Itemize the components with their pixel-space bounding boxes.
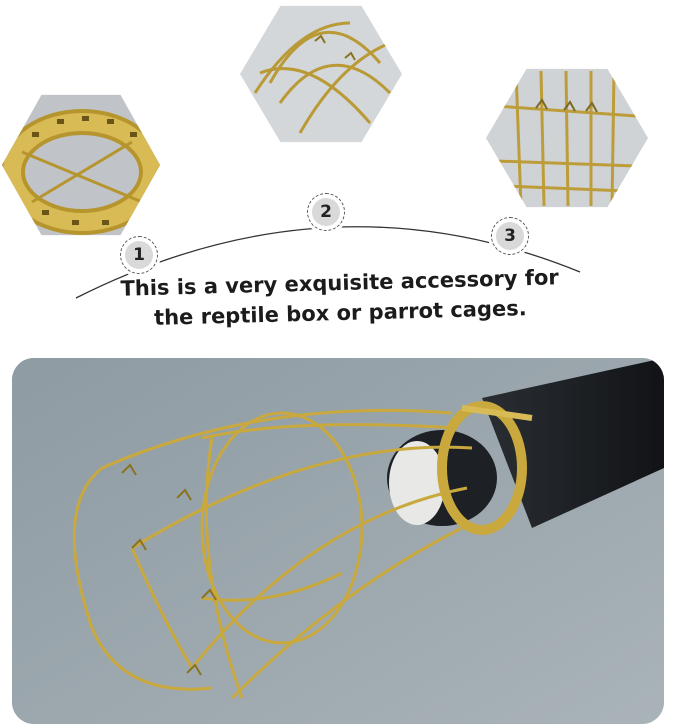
step-badge-3: 3 [491,217,529,255]
step-number: 3 [496,222,524,250]
bulb-cage-photo [12,358,664,724]
detail-hexagon-dome-top [240,5,402,143]
step-badge-2: 2 [307,193,345,231]
product-caption: This is a very exquisite accessory for t… [69,261,610,335]
product-photo [12,358,664,724]
dome-top-detail-image [240,5,402,143]
step-number: 2 [312,198,340,226]
step-number: 1 [125,241,153,269]
step-badge-1: 1 [120,236,158,274]
